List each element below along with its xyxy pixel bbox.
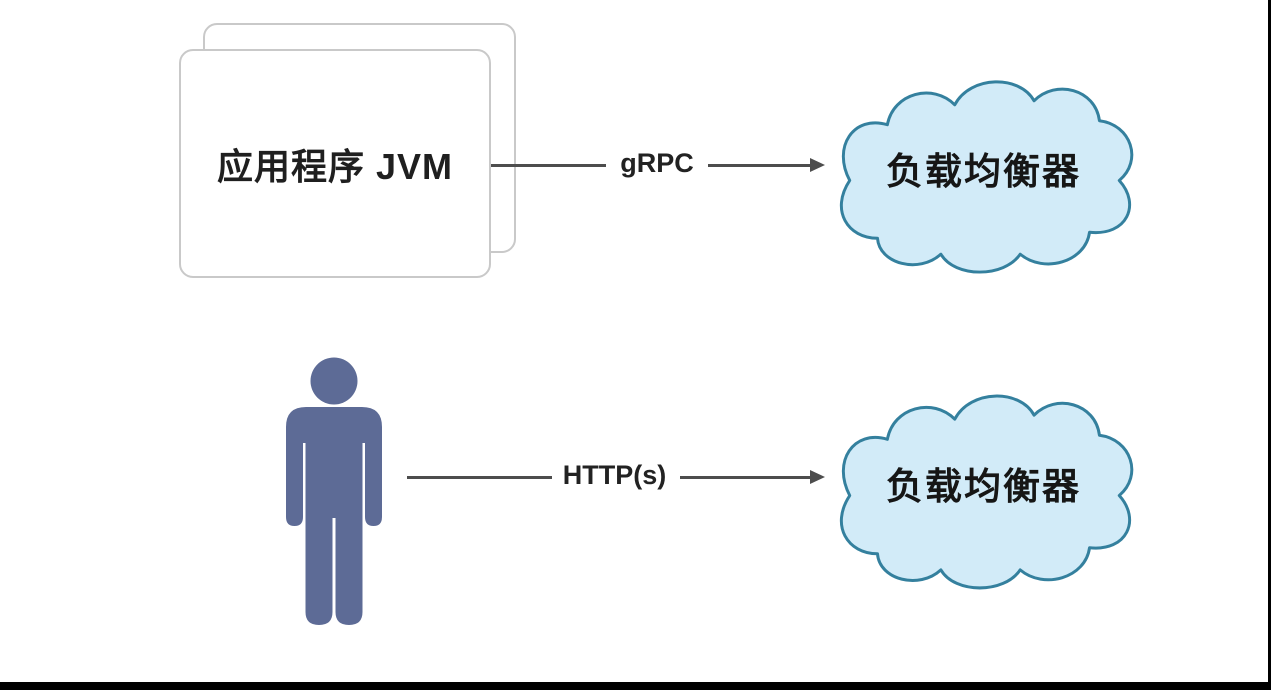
http-protocol-label: HTTP(s) [562, 460, 667, 490]
connector-line-bottom-left [407, 476, 552, 479]
cloud-icon [839, 394, 1134, 590]
load-balancer-cloud-bottom: 负载均衡器 [820, 377, 1147, 603]
jvm-box-label: 应用程序 JVM [216, 145, 454, 187]
arrowhead-icon [810, 470, 825, 484]
cloud-icon [839, 80, 1134, 274]
jvm-box: 应用程序 JVM [179, 49, 491, 278]
load-balancer-label-top: 负载均衡器 [886, 152, 1081, 193]
arrowhead-icon [810, 158, 825, 172]
connector-line-top-right [708, 164, 811, 167]
load-balancer-label-bottom: 负载均衡器 [886, 467, 1081, 508]
person-icon [278, 357, 390, 633]
connector-line-bottom-right [680, 476, 811, 479]
grpc-protocol-label: gRPC [620, 148, 694, 178]
frame-edge-bottom [0, 682, 1271, 690]
load-balancer-cloud-top: 负载均衡器 [820, 63, 1147, 287]
connector-line-top-left [491, 164, 606, 167]
frame-edge-right [1268, 0, 1271, 690]
